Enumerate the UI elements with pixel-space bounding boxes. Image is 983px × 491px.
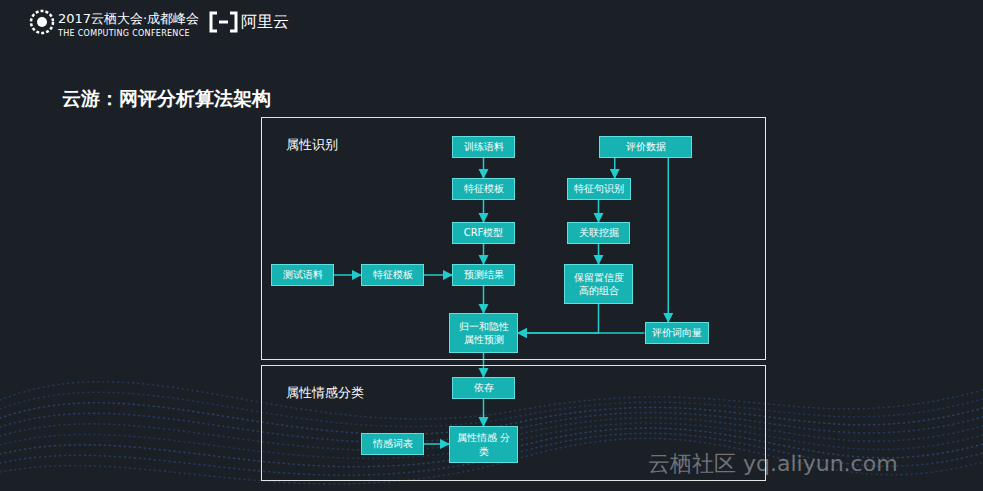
box-label: 关联挖掘: [576, 226, 622, 240]
flow-arrow: [668, 158, 670, 322]
region-label: 属性情感分类: [286, 384, 364, 402]
box-label: 依存: [471, 381, 497, 395]
region-panel: 属性情感分类 依存情感词表 属性情感 分类: [261, 365, 766, 481]
slide-title: 云游：网评分析算法架构: [62, 86, 271, 112]
conference-name: 2017云栖大会·成都峰会: [58, 10, 199, 28]
box-label: 训练语料: [461, 140, 507, 154]
box-label: 属性情感 分类: [450, 431, 517, 458]
box-label: 特征句识别: [571, 182, 627, 196]
process-box: 预测结果: [452, 264, 515, 286]
flow-arrow: [483, 399, 485, 426]
flow-arrow: [483, 158, 485, 178]
box-label: 归一和隐性 属性预测: [450, 320, 517, 347]
flow-arrow: [614, 158, 616, 178]
process-box: 训练语料: [452, 136, 515, 158]
flow-arrow: [424, 443, 449, 445]
flow-arrow: [424, 274, 452, 276]
process-box: 保留置信度 高的组合: [564, 264, 633, 304]
process-box: 评价数据: [599, 136, 692, 158]
process-box: 属性情感 分类: [449, 426, 518, 463]
process-box: 评价词向量: [645, 322, 709, 344]
flow-arrow: [483, 286, 485, 313]
process-box: CRF模型: [452, 222, 515, 244]
flow-arrow: [334, 274, 361, 276]
process-box: 测试语料: [271, 264, 334, 286]
process-box: 特征模板: [452, 178, 515, 200]
flow-arrow: [598, 244, 600, 264]
flow-arrow: [518, 332, 645, 334]
watermark: 云栖社区 yq.aliyun.com: [648, 449, 898, 479]
process-box: 特征句识别: [567, 178, 631, 200]
flow-arrow: [483, 200, 485, 222]
box-label: 情感词表: [370, 437, 416, 451]
wave-dots: [0, 382, 983, 419]
box-label: 特征模板: [370, 268, 416, 282]
process-box: 归一和隐性 属性预测: [449, 313, 518, 353]
region-panel: 属性识别训练语料特征模板CRF模型测试语料特征模板预测结果归一和隐性 属性预测评…: [261, 117, 766, 360]
conference-subtitle: THE COMPUTING CONFERENCE: [58, 29, 190, 38]
conference-logo: [31, 11, 53, 33]
box-label: 特征模板: [461, 182, 507, 196]
box-label: 测试语料: [280, 268, 326, 282]
flow-arrow: [483, 244, 485, 264]
box-label: 评价词向量: [649, 326, 705, 340]
region-label: 属性识别: [286, 136, 338, 154]
box-label: CRF模型: [461, 226, 507, 240]
box-label: 预测结果: [461, 268, 507, 282]
process-box: 特征模板: [361, 264, 424, 286]
process-box: 关联挖掘: [567, 222, 630, 244]
box-label: 保留置信度 高的组合: [565, 271, 632, 298]
box-label: 评价数据: [623, 140, 669, 154]
flow-arrow: [518, 304, 599, 333]
process-box: 情感词表: [361, 433, 424, 455]
brand-name: 阿里云: [241, 12, 289, 33]
process-box: 依存: [452, 377, 515, 399]
aliyun-logo-icon: [211, 13, 236, 31]
flow-arrow: [598, 200, 600, 222]
